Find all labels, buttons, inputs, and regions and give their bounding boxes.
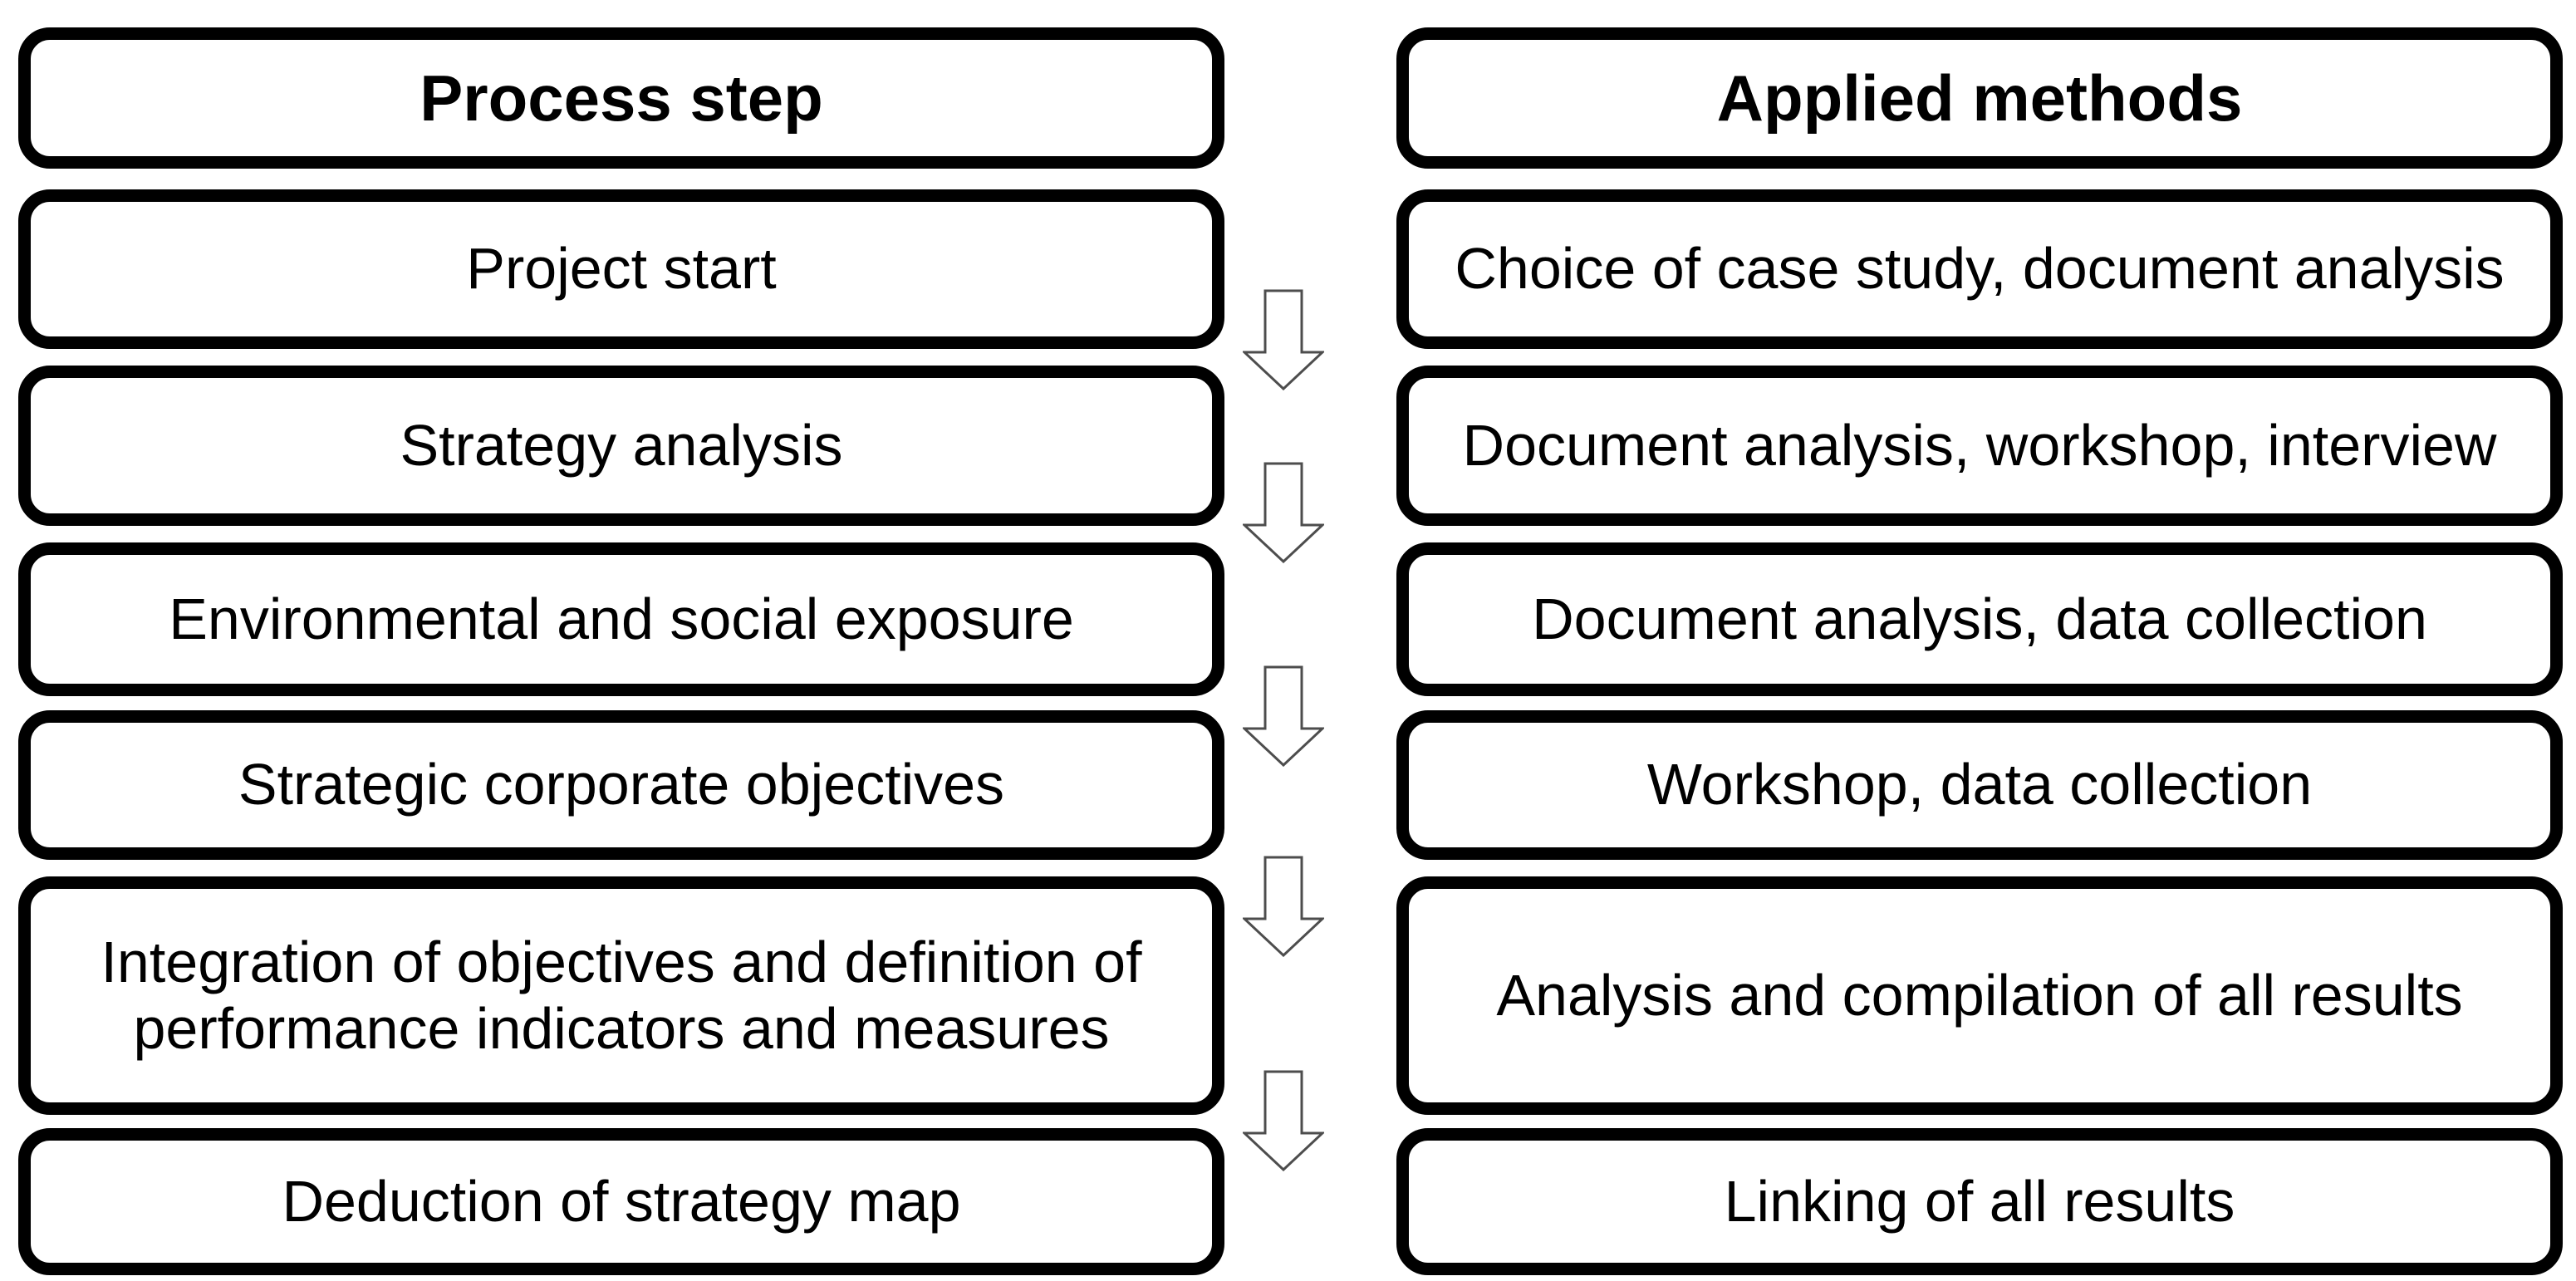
method-label: Document analysis, data collection [1532,586,2427,651]
method-box-analysis-and-compilation: Analysis and compilation of all results [1396,876,2563,1115]
process-step-label: Deduction of strategy map [282,1168,961,1234]
process-step-box-strategy-analysis: Strategy analysis [18,366,1224,526]
method-label: Document analysis, workshop, interview [1462,412,2497,478]
method-box-linking-of-all-results: Linking of all results [1396,1128,2563,1275]
process-header-label: Process step [420,61,823,135]
process-step-box-integration-of-objectives: Integration of objectives and definition… [18,876,1224,1115]
process-step-label: Strategy analysis [400,412,843,478]
method-label: Linking of all results [1724,1168,2235,1234]
process-step-label: Environmental and social exposure [169,586,1074,651]
methods-header-label: Applied methods [1716,61,2243,135]
down-arrow-icon [1243,1070,1324,1171]
process-step-label: Strategic corporate objectives [238,752,1005,817]
down-arrow-icon [1243,665,1324,767]
method-box-document-analysis-workshop-interview: Document analysis, workshop, interview [1396,366,2563,526]
process-step-box-environmental-social-exposure: Environmental and social exposure [18,542,1224,696]
process-step-label: Integration of objectives and definition… [101,929,1142,1061]
process-step-box-deduction-of-strategy-map: Deduction of strategy map [18,1128,1224,1275]
process-header-box: Process step [18,27,1224,169]
process-step-box-strategic-corporate-objectives: Strategic corporate objectives [18,710,1224,860]
method-label: Workshop, data collection [1646,752,2313,817]
method-box-choice-of-case-study: Choice of case study, document analysis [1396,189,2563,349]
method-label: Choice of case study, document analysis [1455,236,2505,302]
process-step-label: Project start [466,236,777,302]
down-arrow-icon [1243,462,1324,563]
method-label: Analysis and compilation of all results [1496,962,2463,1028]
process-step-box-project-start: Project start [18,189,1224,349]
methods-header-box: Applied methods [1396,27,2563,169]
down-arrow-icon [1243,856,1324,957]
method-box-document-analysis-data-collection: Document analysis, data collection [1396,542,2563,696]
down-arrow-icon [1243,289,1324,390]
method-box-workshop-data-collection: Workshop, data collection [1396,710,2563,860]
